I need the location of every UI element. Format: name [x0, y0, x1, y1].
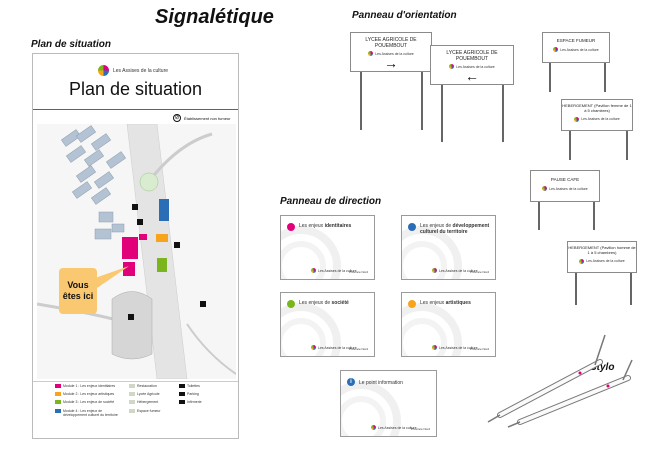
card-title-developpement: Les enjeux de développement culturel du … [420, 223, 490, 236]
pens-illustration [487, 334, 633, 428]
callout-pointer [95, 266, 129, 288]
plan-brand: Les Assises de la culture [98, 65, 168, 76]
legend-label: Module 2 : Les enjeux artistiques [63, 392, 115, 397]
arrow-left-icon: ← [465, 68, 479, 84]
module-logo-icon [408, 300, 416, 308]
legend-item-module: Module 2 : Les enjeux artistiques [55, 392, 125, 397]
legend-label: Lycée Agricole [137, 392, 160, 397]
sign-lycee-left-label: LYCEE AGRICOLE DE POUEMBOUT [446, 50, 498, 62]
stylo-heading: Stylo [590, 362, 615, 373]
legend-swatch [129, 408, 135, 413]
legend-item-place: Lycée Agricole [129, 392, 179, 397]
legend-item-service: Toilettes [179, 384, 224, 388]
card-title-artistiques: Les enjeux artistiques [420, 300, 471, 306]
brand-logo-icon [98, 65, 109, 76]
legend-item-module: Module 1 : Les enjeux identitaires [55, 384, 125, 388]
info-icon: i [347, 378, 355, 386]
site-map [37, 124, 236, 379]
page-title: Signalétique [155, 6, 274, 28]
legend-swatch [55, 392, 61, 397]
direction-card-identitaires: Les enjeux identitaires Les Assises de l… [280, 215, 375, 280]
direction-card-developpement: Les enjeux de développement culturel du … [401, 215, 496, 280]
sign-lycee-left: LYCEE AGRICOLE DE POUEMBOUT Les Assises … [430, 45, 514, 85]
map-parking-icon [200, 301, 206, 307]
legend-swatch [179, 392, 185, 397]
legend-label: Infirmerie [187, 400, 202, 405]
legend-swatch [129, 392, 135, 397]
direction-heading: Panneau de direction [280, 196, 382, 207]
legend-item-service: Infirmerie [179, 400, 224, 405]
callout-text: Vous êtes ici [62, 280, 94, 301]
building-module4 [159, 199, 169, 221]
legend-swatch [55, 384, 61, 388]
legend-item-place: Espace fumeur [129, 408, 179, 413]
sign-hebergement-homme-label: HEBERGEMENT (Pavillon homme de 1 à 5 cha… [568, 245, 636, 255]
sign-pause-cafe-label: PAUSE CAFE [550, 177, 580, 182]
sign-pause-cafe: PAUSE CAFE Les Assises de la culture [530, 170, 600, 202]
card-title-identitaires: Les enjeux identitaires [299, 223, 352, 229]
arrow-right-icon: → [384, 55, 398, 71]
sign-hebergement-femme: HEBERGEMENT (Pavillon femme de 1 à 5 cha… [561, 99, 633, 131]
module-logo-icon [408, 223, 416, 231]
legend-swatch [179, 400, 185, 405]
orientation-heading: Panneau d'orientation [352, 10, 457, 21]
sign-hebergement-femme-label: HEBERGEMENT (Pavillon femme de 1 à 5 cha… [562, 103, 632, 113]
direction-card-info: i Le point information Les Assises de la… [340, 370, 437, 437]
building-module3 [157, 258, 167, 272]
legend-label: Hébergement [137, 400, 159, 405]
you-are-here-callout: Vous êtes ici [59, 268, 97, 314]
pen-upper [487, 334, 606, 423]
legend-swatch [55, 400, 61, 405]
map-toilet-icon [137, 219, 143, 225]
legend-swatch [129, 384, 135, 388]
sign-lycee-right: LYCEE AGRICOLE DE POUEMBOUT Les Assises … [350, 32, 432, 72]
plan-brand-text: Les Assises de la culture [113, 67, 169, 74]
smoking-notice: ⊘ Établissement non fumeur [173, 114, 230, 122]
direction-card-societe: Les enjeux de société Les Assises de la … [280, 292, 375, 357]
building-module2 [156, 234, 168, 242]
legend-item-service: Parking [179, 392, 224, 397]
card-title-info: Le point information [359, 380, 403, 386]
smoking-notice-text: Établissement non fumeur [184, 115, 231, 121]
sign-espace-fumeur: ESPACE FUMEUR Les Assises de la culture [542, 32, 610, 63]
plan-title: Plan de situation [68, 79, 203, 99]
legend-item-place: Restauration [129, 384, 179, 388]
direction-card-artistiques: Les enjeux artistiques Les Assises de la… [401, 292, 496, 357]
legend-label: Parking [187, 392, 199, 397]
legend-item-module: Module 3 : Les enjeux de société [55, 400, 125, 405]
module-logo-icon [287, 300, 295, 308]
legend-label: Module 1 : Les enjeux identitaires [63, 384, 116, 388]
legend-label: Module 4 : Les enjeux de développement c… [63, 408, 118, 417]
legend-label: Module 3 : Les enjeux de société [63, 400, 115, 405]
legend-swatch [129, 400, 135, 405]
plan-divider [33, 109, 238, 110]
card-title-societe: Les enjeux de société [299, 300, 349, 306]
legend-label: Toilettes [187, 384, 200, 388]
module-logo-icon [287, 223, 295, 231]
sign-espace-fumeur-label: ESPACE FUMEUR [556, 38, 596, 43]
sign-hebergement-homme: HEBERGEMENT (Pavillon homme de 1 à 5 cha… [567, 241, 637, 273]
pen-lower [507, 359, 633, 428]
no-smoking-icon: ⊘ [173, 114, 181, 122]
legend-label: Espace fumeur [137, 408, 161, 413]
plan-poster: Les Assises de la culture Plan de situat… [32, 53, 239, 439]
building-module1 [122, 237, 138, 259]
legend-item-place: Hébergement [129, 400, 179, 405]
legend-swatch [55, 408, 61, 413]
legend-swatch [179, 384, 185, 388]
plan-heading: Plan de situation [31, 39, 112, 50]
legend-label: Restauration [137, 384, 157, 388]
sign-lycee-right-label: LYCEE AGRICOLE DE POUEMBOUT [365, 37, 417, 49]
legend-item-module: Module 4 : Les enjeux de développement c… [55, 408, 125, 417]
